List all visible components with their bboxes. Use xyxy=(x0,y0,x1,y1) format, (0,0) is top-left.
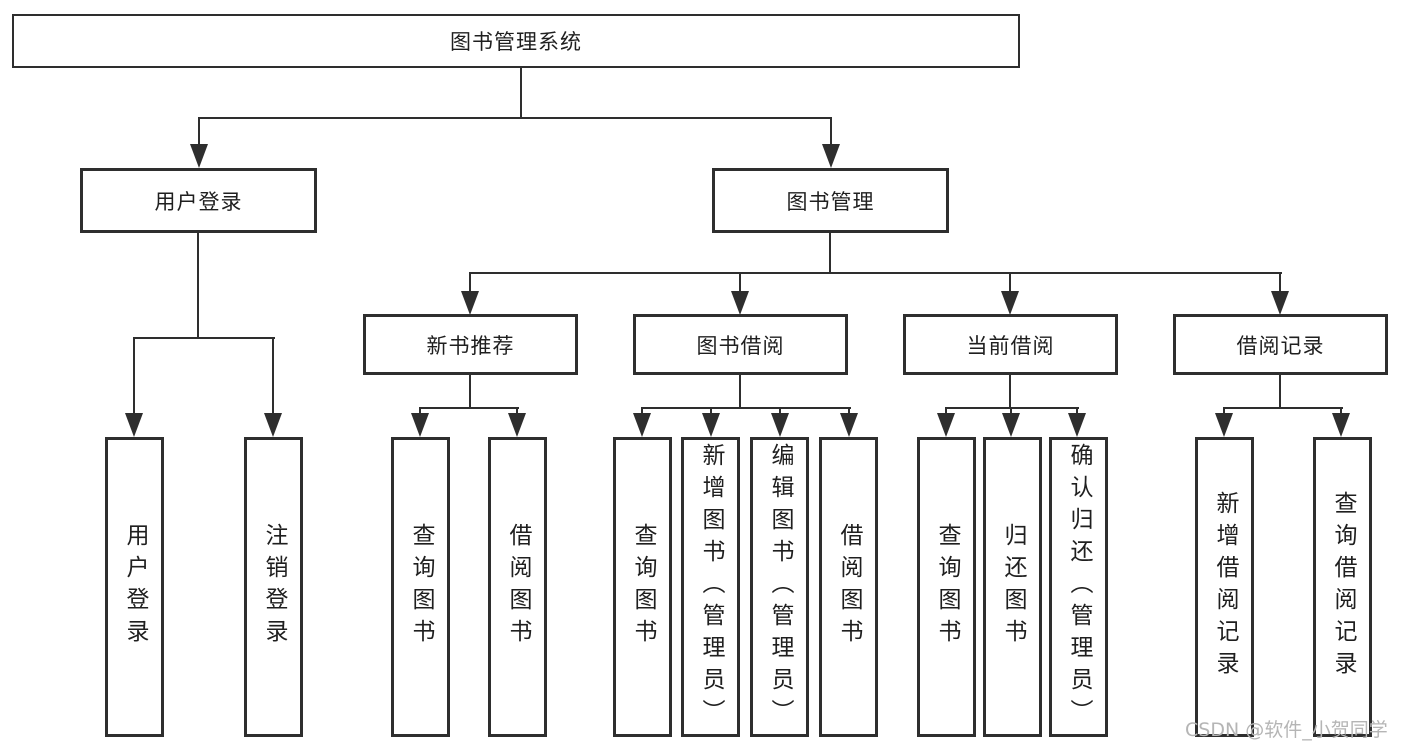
arrow-down-icon xyxy=(190,144,208,168)
connector-line xyxy=(1009,375,1011,409)
connector-line xyxy=(133,339,135,415)
leaf-label: 注销登录 xyxy=(261,523,287,651)
connector-line xyxy=(1010,409,1012,416)
arrow-down-icon xyxy=(508,413,526,437)
node-label: 新书推荐 xyxy=(426,333,515,358)
connector-line xyxy=(829,233,831,274)
leaf-edit-books-admin: 编辑图书（管理员） xyxy=(750,437,809,737)
arrow-down-icon xyxy=(1002,413,1020,437)
arrow-down-icon xyxy=(731,291,749,315)
connector-line xyxy=(945,409,947,416)
leaf-confirm-return-admin: 确认归还（管理员） xyxy=(1049,437,1108,737)
arrow-down-icon xyxy=(937,413,955,437)
leaf-query-books: 查询图书 xyxy=(391,437,450,737)
leaf-label: 归还图书 xyxy=(1000,523,1026,651)
connector-line xyxy=(469,272,1282,274)
node-label: 图书借阅 xyxy=(696,333,785,358)
connector-line xyxy=(848,409,850,416)
node-book-management: 图书管理 xyxy=(712,168,949,233)
node-library-management-system: 图书管理系统 xyxy=(12,14,1020,68)
arrow-down-icon xyxy=(1068,413,1086,437)
arrow-down-icon xyxy=(840,413,858,437)
connector-line xyxy=(520,68,522,119)
leaf-label: 查询图书 xyxy=(408,523,434,651)
node-label: 借阅记录 xyxy=(1236,333,1325,358)
arrow-down-icon xyxy=(461,291,479,315)
node-new-book-recommend: 新书推荐 xyxy=(363,314,578,375)
leaf-label: 确认归还（管理员） xyxy=(1066,443,1092,731)
leaf-query-books-3: 查询图书 xyxy=(917,437,976,737)
node-user-login: 用户登录 xyxy=(80,168,317,233)
node-label: 图书管理系统 xyxy=(450,30,582,54)
connector-line xyxy=(198,117,200,146)
leaf-add-books-admin: 新增图书（管理员） xyxy=(681,437,740,737)
leaf-label: 新增图书（管理员） xyxy=(698,443,724,731)
connector-line xyxy=(641,407,851,409)
connector-line xyxy=(1009,274,1011,293)
leaf-label: 用户登录 xyxy=(122,523,148,651)
connector-line xyxy=(469,375,471,409)
connector-line xyxy=(1223,407,1343,409)
node-book-borrowing: 图书借阅 xyxy=(633,314,848,375)
node-label: 当前借阅 xyxy=(966,333,1055,358)
watermark: CSDN @软件_小贺同学 xyxy=(1185,719,1388,741)
leaf-label: 新增借阅记录 xyxy=(1212,491,1238,683)
leaf-query-borrow-record: 查询借阅记录 xyxy=(1313,437,1372,737)
node-label: 图书管理 xyxy=(786,189,875,214)
connector-line xyxy=(739,274,741,293)
arrow-down-icon xyxy=(1271,291,1289,315)
connector-line xyxy=(1223,409,1225,416)
leaf-borrow-books-2: 借阅图书 xyxy=(819,437,878,737)
connector-line xyxy=(641,409,643,416)
leaf-add-borrow-record: 新增借阅记录 xyxy=(1195,437,1254,737)
arrow-down-icon xyxy=(771,413,789,437)
leaf-label: 查询图书 xyxy=(630,523,656,651)
connector-line xyxy=(133,337,275,339)
arrow-down-icon xyxy=(1001,291,1019,315)
connector-line xyxy=(710,409,712,416)
arrow-down-icon xyxy=(1215,413,1233,437)
arrow-down-icon xyxy=(633,413,651,437)
connector-line xyxy=(1279,375,1281,409)
connector-line xyxy=(830,117,832,146)
connector-line xyxy=(945,407,1079,409)
arrow-down-icon xyxy=(411,413,429,437)
connector-line xyxy=(739,375,741,409)
leaf-label: 借阅图书 xyxy=(836,523,862,651)
arrow-down-icon xyxy=(702,413,720,437)
connector-line xyxy=(1076,409,1078,416)
connector-line xyxy=(419,407,519,409)
node-borrowing-records: 借阅记录 xyxy=(1173,314,1388,375)
leaf-label: 查询借阅记录 xyxy=(1330,491,1356,683)
node-label: 用户登录 xyxy=(154,189,243,214)
leaf-query-books-2: 查询图书 xyxy=(613,437,672,737)
connector-line xyxy=(272,339,274,415)
connector-line xyxy=(516,409,518,416)
connector-line xyxy=(198,117,832,119)
leaf-borrow-books: 借阅图书 xyxy=(488,437,547,737)
connector-line xyxy=(197,233,199,339)
leaf-user-login: 用户登录 xyxy=(105,437,164,737)
connector-line xyxy=(1340,409,1342,416)
node-current-borrowing: 当前借阅 xyxy=(903,314,1118,375)
arrow-down-icon xyxy=(822,144,840,168)
arrow-down-icon xyxy=(125,413,143,437)
connector-line xyxy=(779,409,781,416)
connector-line xyxy=(419,409,421,416)
arrow-down-icon xyxy=(1332,413,1350,437)
leaf-label: 借阅图书 xyxy=(505,523,531,651)
arrow-down-icon xyxy=(264,413,282,437)
connector-line xyxy=(1279,274,1281,293)
leaf-return-books: 归还图书 xyxy=(983,437,1042,737)
connector-line xyxy=(469,274,471,293)
leaf-logout: 注销登录 xyxy=(244,437,303,737)
leaf-label: 查询图书 xyxy=(934,523,960,651)
leaf-label: 编辑图书（管理员） xyxy=(767,443,793,731)
